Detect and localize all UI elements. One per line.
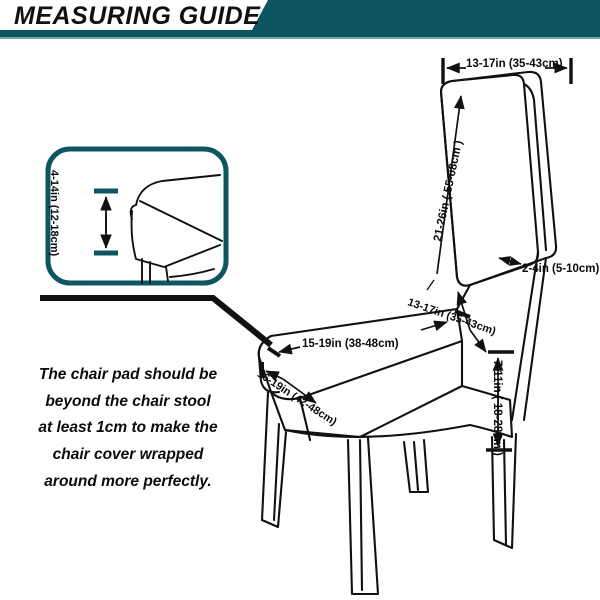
label-inset-overhang: 4-14in (12-18cm): [48, 170, 60, 257]
inset-box-border: [45, 146, 229, 286]
banner-shape: [252, 0, 600, 30]
chair-back-right-leg-link2: [510, 250, 540, 422]
chair-seat-apron-right: [460, 384, 514, 439]
header-banner: MEASURING GUIDE: [0, 0, 600, 48]
page-title: MEASURING GUIDE: [14, 2, 261, 30]
chair-leg-front-center: [346, 436, 380, 596]
dim-leader-back-height: [426, 279, 435, 291]
dim-arrow-front-diag-up: [265, 370, 284, 382]
inset-chair-leg-c: [165, 266, 169, 282]
instruction-note: The chair pad should be beyond the chair…: [8, 362, 248, 495]
inset-chair-body: [129, 204, 137, 220]
chair-leg-mid: [402, 438, 430, 494]
chair-seat-apron-bottom: [283, 423, 472, 438]
dim-tick-seat-depth: [454, 309, 471, 319]
chair-leg-front-left-inner: [272, 422, 281, 522]
label-back-thickness: 2-4in (5-10cm): [522, 263, 600, 275]
note-line-2: beyond the chair stool: [45, 392, 211, 410]
dim-arrow-seat-depth-up: [456, 291, 471, 331]
dim-tick-seat-width-left: [266, 346, 282, 358]
banner-accent-bar: [0, 30, 600, 37]
chair-back-side-crease: [522, 82, 548, 252]
dim-arrow-seat-depth-down: [469, 329, 487, 353]
inset-chair-diagonal: [139, 200, 223, 242]
chair-leg-front-center-inner: [358, 438, 364, 592]
note-line-3: at least 1cm to make the: [38, 419, 218, 437]
label-back-width: 13-17in (35-43cm): [466, 58, 563, 70]
note-line-4: chair cover wrapped: [52, 445, 204, 463]
inset-leader-line: [40, 295, 273, 348]
dim-arrow-back-thickness-right: [504, 256, 522, 266]
label-seat-height: 7-11in ( 18-28cm ): [491, 360, 503, 456]
chair-leg-mid-inner: [412, 440, 420, 492]
chair-leg-back-right-inner: [502, 438, 508, 546]
dim-arrow-front-diag-down: [282, 378, 317, 404]
dim-arrow-seat-width-left: [278, 343, 301, 355]
dim-arrow-back-height: [436, 95, 465, 275]
chair-back-right-leg-link: [522, 256, 548, 422]
note-line-5: around more perfectly.: [44, 472, 212, 490]
inset-chair-floor: [169, 268, 215, 278]
note-line-1: The chair pad should be: [38, 366, 218, 383]
chair-leg-front-left: [260, 390, 288, 529]
banner-accent-bar-shadow: [0, 37, 600, 39]
label-seat-width: 15-19in (38-48cm): [302, 338, 399, 350]
inset-chair-back: [135, 174, 221, 206]
dim-arrow-seat-width-right: [420, 320, 448, 331]
inset-detail-box: [45, 146, 229, 286]
chair-seat-front-face: [269, 339, 464, 439]
chair-leg-back-right: [490, 432, 518, 550]
